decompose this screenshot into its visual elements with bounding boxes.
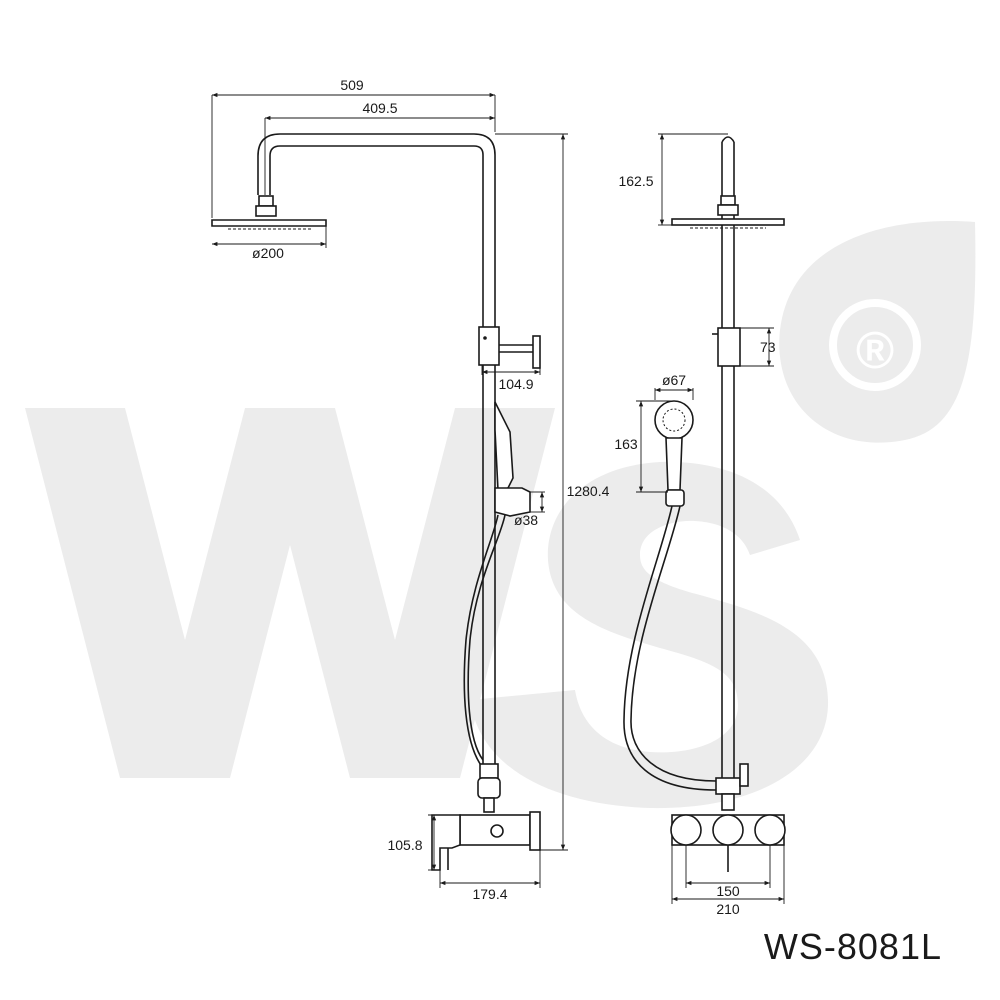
registered-mark: ® xyxy=(856,322,894,380)
shower-head-plate xyxy=(211,219,327,227)
wall-bracket-clamp xyxy=(478,326,500,366)
dim-holder-diameter-label: ø38 xyxy=(514,512,538,528)
hose-inner xyxy=(463,514,499,769)
bracket-screw xyxy=(483,336,487,340)
watermark-leaf xyxy=(779,221,976,443)
head-swivel xyxy=(255,205,277,217)
front-bracket xyxy=(717,327,741,367)
front-head-plate xyxy=(671,218,785,226)
side-view: 509 409.5 ø200 104.9 1280.4 ø38 105.8 17… xyxy=(211,77,610,902)
front-view: 162.5 73 ø67 163 150 210 xyxy=(614,133,786,917)
registered-circle xyxy=(829,299,921,391)
diverter-stem xyxy=(483,797,495,813)
model-number: WS-8081L xyxy=(763,926,942,967)
arm-inner-edge xyxy=(269,145,484,195)
handset-holder xyxy=(665,489,685,507)
diverter-body xyxy=(477,777,501,799)
front-riser-top xyxy=(721,136,735,143)
watermark-w xyxy=(25,408,555,778)
dim-bracket-height-label: 73 xyxy=(760,339,776,355)
mixer-cartridge xyxy=(490,824,504,838)
dim-overall-width-label: 509 xyxy=(340,77,364,93)
front-mixer-inlet-right xyxy=(754,814,786,846)
handset-handle xyxy=(665,437,683,491)
handset-face xyxy=(654,400,694,440)
front-head-swivel xyxy=(717,204,739,216)
head-connector xyxy=(258,195,274,207)
diverter-nut xyxy=(479,763,499,779)
watermark-s xyxy=(470,461,829,809)
front-diverter-knob xyxy=(739,763,749,787)
dim-bracket-depth-label: 104.9 xyxy=(498,376,533,392)
front-mixer-handle xyxy=(712,814,744,846)
front-diverter-stem xyxy=(721,793,735,811)
dim-arm-reach-label: 409.5 xyxy=(362,100,397,116)
dim-handset-diameter-label: ø67 xyxy=(662,372,686,388)
front-hose-outer xyxy=(623,505,717,791)
front-head-connector xyxy=(720,195,736,206)
front-mixer-inlet-left xyxy=(670,814,702,846)
watermark-logo: ® xyxy=(25,221,976,809)
dim-total-height-label: 1280.4 xyxy=(567,483,610,499)
dim-handset-length-label: 163 xyxy=(614,436,638,452)
dim-front-overall-width-label: 210 xyxy=(716,901,740,917)
dim-valve-depth-label: 179.4 xyxy=(472,886,507,902)
dim-head-drop-label: 162.5 xyxy=(618,173,653,189)
front-hose-inner xyxy=(630,505,717,782)
mixer-wall-flange xyxy=(529,811,541,851)
dim-centers-label: 150 xyxy=(716,883,740,899)
front-diverter xyxy=(715,777,741,795)
bracket-wall-plate xyxy=(532,335,541,369)
arm-outer-edge xyxy=(257,133,496,195)
handset-nozzles xyxy=(662,408,686,432)
mixer-lever xyxy=(431,814,461,871)
hose-outer xyxy=(467,514,506,761)
dim-valve-height-label: 105.8 xyxy=(387,837,422,853)
dim-head-diameter-label: ø200 xyxy=(252,245,284,261)
